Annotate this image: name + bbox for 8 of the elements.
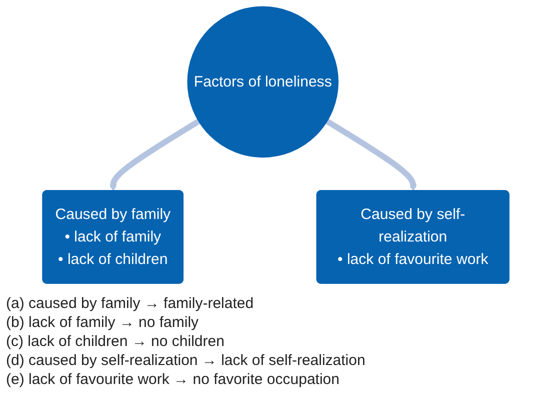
arrow [325, 118, 416, 192]
note-text: (a) caused by family → family-related [6, 294, 255, 313]
note-text: (c) lack of children → no children [6, 332, 226, 351]
node-circle: Factors of loneliness [186, 6, 338, 158]
arrow [109, 118, 200, 192]
note-text: (e) lack of favourite work → no favorite occupation [6, 370, 340, 389]
note-text: (b) lack of family → no family [6, 313, 200, 332]
note-text: (d) caused by self-realization → lack of self-realization [6, 351, 366, 370]
